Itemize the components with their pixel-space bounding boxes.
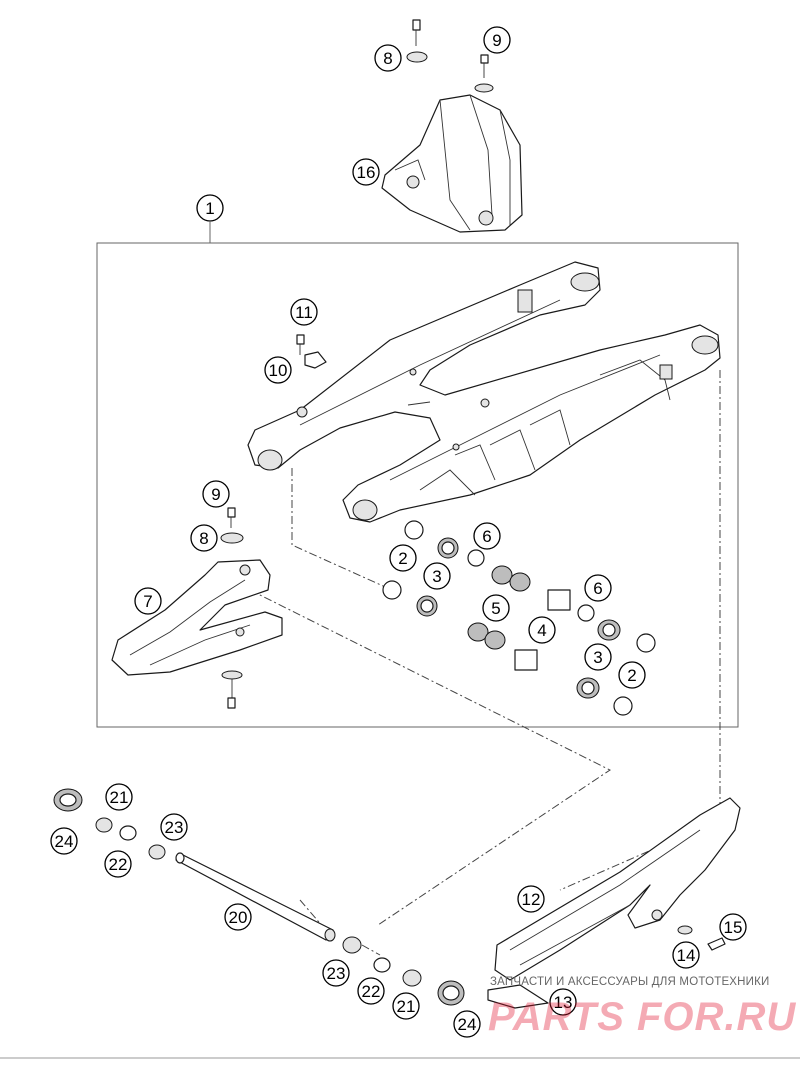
svg-text:1: 1 xyxy=(205,199,214,218)
seal-24-left xyxy=(53,788,83,812)
callout-21-left: 21 xyxy=(105,783,133,811)
callout-6-right: 6 xyxy=(584,574,612,602)
callout-20: 20 xyxy=(224,903,252,931)
callout-21-right: 21 xyxy=(392,992,420,1020)
svg-text:23: 23 xyxy=(327,964,346,983)
callout-1: 1 xyxy=(196,194,224,222)
svg-text:13: 13 xyxy=(554,993,573,1012)
callout-22-right: 22 xyxy=(357,977,385,1005)
washer-14 xyxy=(677,925,693,935)
svg-text:5: 5 xyxy=(491,599,500,618)
svg-text:11: 11 xyxy=(295,303,313,322)
pivot-shaft xyxy=(175,852,336,942)
bolt-top-9 xyxy=(474,54,494,93)
svg-text:8: 8 xyxy=(199,529,208,548)
callout-2-left: 2 xyxy=(389,544,417,572)
bushing-21-left xyxy=(95,817,113,833)
callout-14: 14 xyxy=(672,941,700,969)
svg-text:15: 15 xyxy=(724,918,743,937)
callout-9-middle: 9 xyxy=(202,480,230,508)
svg-text:22: 22 xyxy=(362,982,381,1001)
svg-text:9: 9 xyxy=(492,31,501,50)
bolt-9-middle xyxy=(227,507,236,528)
callout-16: 16 xyxy=(352,158,380,186)
nut-23-right xyxy=(342,936,362,954)
svg-text:24: 24 xyxy=(458,1015,477,1034)
callout-15: 15 xyxy=(719,913,747,941)
callout-3-right: 3 xyxy=(584,643,612,671)
svg-text:23: 23 xyxy=(165,818,184,837)
svg-text:20: 20 xyxy=(229,908,248,927)
callout-13: 13 xyxy=(549,988,577,1016)
svg-text:12: 12 xyxy=(522,890,541,909)
callout-10: 10 xyxy=(264,356,292,384)
swingarm xyxy=(247,261,721,523)
bearing-cluster xyxy=(382,520,656,716)
chain-guard-top xyxy=(381,94,523,233)
nut-23-left xyxy=(148,844,166,860)
washer-22-left xyxy=(119,825,137,841)
chain-slider xyxy=(111,559,283,676)
watermark: ЗАПЧАСТИ И АКСЕССУАРЫ ДЛЯ МОТОТЕХНИКИ PA… xyxy=(488,976,796,1039)
watermark-brand: PARTS FOR.RU xyxy=(488,995,796,1039)
callouts: 1 8 9 16 11 10 9 8 7 2 3 6 5 4 6 3 2 21 … xyxy=(50,26,747,1038)
svg-text:3: 3 xyxy=(593,648,602,667)
callout-24-left: 24 xyxy=(50,827,78,855)
bolt-slider-bottom xyxy=(221,670,243,709)
bushing-21-right xyxy=(402,969,422,987)
washer-22-right xyxy=(373,957,391,973)
svg-text:2: 2 xyxy=(627,666,636,685)
callout-5: 5 xyxy=(482,594,510,622)
svg-text:24: 24 xyxy=(55,832,74,851)
svg-text:9: 9 xyxy=(211,485,220,504)
bolt-top-8 xyxy=(406,19,428,63)
svg-text:2: 2 xyxy=(398,549,407,568)
svg-text:16: 16 xyxy=(357,163,376,182)
svg-text:6: 6 xyxy=(593,579,602,598)
chain-guard xyxy=(487,797,741,1009)
callout-24-right: 24 xyxy=(453,1010,481,1038)
callout-11: 11 xyxy=(290,298,318,326)
svg-text:22: 22 xyxy=(109,855,128,874)
svg-text:3: 3 xyxy=(432,567,441,586)
svg-text:21: 21 xyxy=(110,788,129,807)
seal-24-right xyxy=(437,980,465,1006)
svg-text:10: 10 xyxy=(269,361,288,380)
svg-text:8: 8 xyxy=(383,49,392,68)
svg-text:14: 14 xyxy=(677,946,696,965)
callout-23-right: 23 xyxy=(322,959,350,987)
swingarm-group-frame xyxy=(96,222,739,728)
callout-8-top: 8 xyxy=(374,44,402,72)
callout-8-middle: 8 xyxy=(190,524,218,552)
callout-4: 4 xyxy=(528,616,556,644)
svg-text:21: 21 xyxy=(397,997,416,1016)
bolt-11 xyxy=(296,334,305,355)
callout-23-left: 23 xyxy=(160,813,188,841)
watermark-tagline: ЗАПЧАСТИ И АКСЕССУАРЫ ДЛЯ МОТОТЕХНИКИ xyxy=(490,976,770,988)
clip-10 xyxy=(304,351,327,369)
callout-22-left: 22 xyxy=(104,850,132,878)
callout-7: 7 xyxy=(134,587,162,615)
svg-text:4: 4 xyxy=(537,621,546,640)
svg-text:6: 6 xyxy=(482,527,491,546)
bolt-15 xyxy=(707,937,726,951)
callout-9-top: 9 xyxy=(483,26,511,54)
washer-8-middle xyxy=(220,532,244,544)
callout-2-right: 2 xyxy=(618,661,646,689)
callout-6-left: 6 xyxy=(473,522,501,550)
svg-text:7: 7 xyxy=(143,592,152,611)
callout-3-left: 3 xyxy=(423,562,451,590)
callout-12: 12 xyxy=(517,885,545,913)
